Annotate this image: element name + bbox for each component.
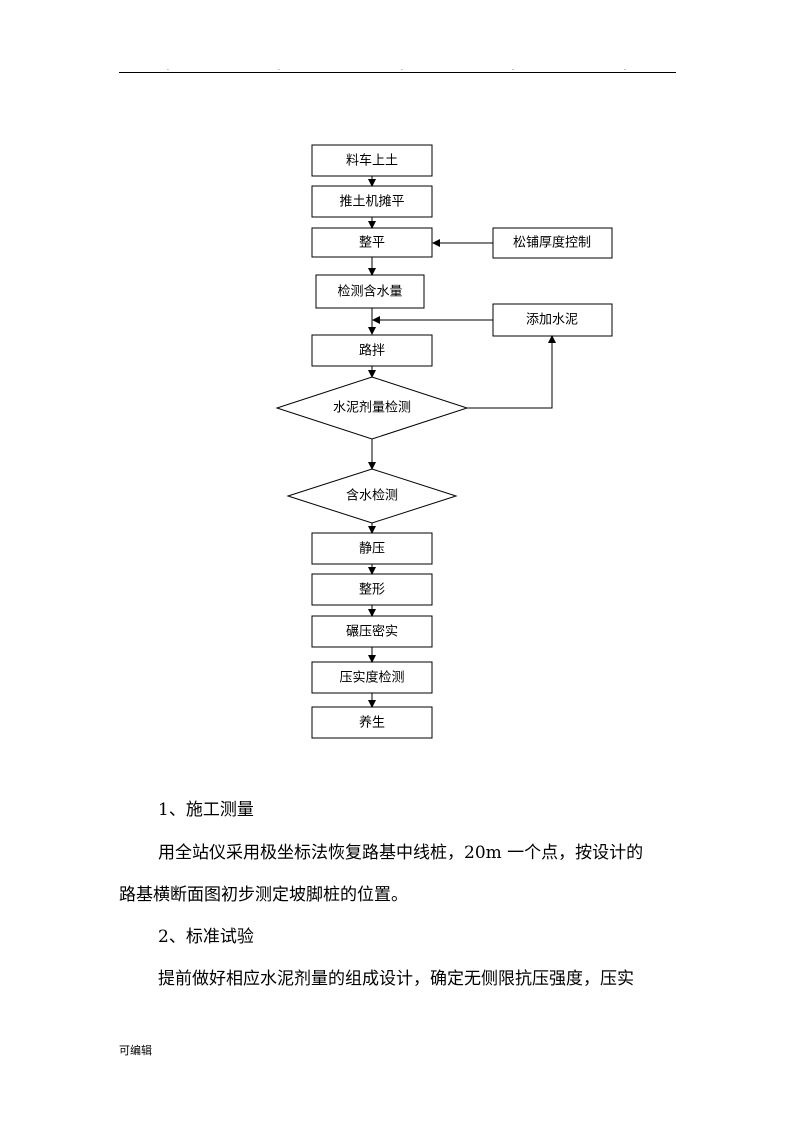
step-box (311, 706, 433, 739)
feedback-arrow (467, 335, 556, 409)
decision-label: 含水检测 (346, 488, 398, 504)
step-label: 推土机摊平 (339, 195, 404, 210)
paragraph-line: 路基横断面图初步测定坡脚桩的位置。 (119, 885, 408, 905)
step-box (311, 532, 433, 565)
side-box (492, 303, 613, 337)
section-heading: 1、施工测量 (158, 800, 254, 820)
header-dot: . (167, 65, 169, 72)
side-label: 松铺厚度控制 (513, 235, 591, 251)
step-label: 碾压密实 (346, 624, 398, 640)
step-label: 检测含水量 (337, 284, 402, 300)
header-dot: . (624, 65, 626, 72)
step-label: 整平 (359, 236, 385, 251)
step-box (315, 274, 425, 309)
step-label: 养生 (359, 715, 385, 731)
section-heading: 2、标准试验 (158, 927, 254, 947)
header-dot: . (401, 65, 403, 72)
decision-diamond (286, 468, 458, 524)
step-box (311, 573, 433, 606)
step-label: 料车上土 (346, 153, 398, 169)
step-box (311, 615, 433, 648)
side-box (492, 227, 613, 259)
step-box (311, 185, 433, 218)
step-label: 静压 (359, 542, 385, 557)
decision-diamond (275, 376, 469, 440)
step-label: 压实度检测 (339, 670, 404, 686)
header-dot: . (512, 65, 514, 72)
paragraph-line: 提前做好相应水泥剂量的组成设计，确定无侧限抗压强度，压实 (158, 969, 634, 989)
step-label: 路拌 (359, 343, 385, 359)
step-box (311, 334, 433, 367)
header-dot: . (278, 65, 280, 72)
step-box (311, 227, 433, 258)
side-label: 添加水泥 (526, 313, 578, 328)
decision-label: 水泥剂量检测 (333, 401, 411, 416)
flowchart: 料车上土 推土机摊平 整平 检测含水量 路拌 松铺厚度控制 添加水泥 水泥剂量检… (275, 144, 613, 739)
step-box (311, 144, 433, 177)
header-rule (119, 72, 676, 73)
paragraph-line: 用全站仪采用极坐标法恢复路基中线桩，20m 一个点，按设计的 (158, 843, 644, 863)
footer-label: 可编辑 (119, 1044, 152, 1057)
step-box (311, 661, 433, 694)
step-label: 整形 (359, 583, 385, 598)
